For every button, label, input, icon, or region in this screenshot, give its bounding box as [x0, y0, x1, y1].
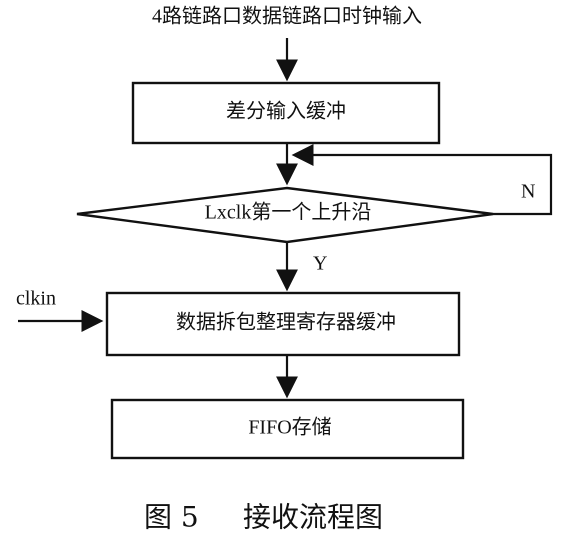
edge-label-yes: Y: [313, 253, 327, 275]
diff-buffer-label: 差分输入缓冲: [226, 100, 346, 123]
fifo-box: [110, 398, 465, 460]
fifo-label: FIFO存储: [248, 416, 331, 439]
unpack-buffer-box: [105, 291, 461, 357]
arrow-no-feedback-loop: [291, 144, 553, 216]
edge-label-no: N: [521, 181, 535, 203]
caption-title: 接收流程图: [243, 501, 383, 534]
unpack-buffer-label: 数据拆包整理寄存器缓冲: [176, 311, 396, 334]
clkin-label: clkin: [16, 288, 56, 310]
decision-label: Lxclk第一个上升沿: [205, 201, 372, 224]
input-label: 4路链路口数据链路口时钟输入: [152, 5, 422, 28]
caption-figure-number: 图 5: [144, 501, 199, 534]
